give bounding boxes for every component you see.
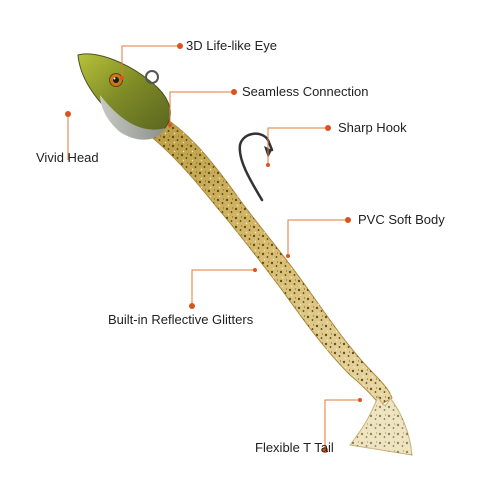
leader-connection [169, 91, 232, 125]
label-glitters: Built-in Reflective Glitters [108, 312, 254, 327]
leader-glitters [191, 269, 255, 304]
label-body: PVC Soft Body [358, 212, 445, 227]
leader-hook [267, 127, 326, 165]
lure-body [139, 109, 393, 406]
leader-lines [67, 45, 360, 448]
label-tail: Flexible T Tail [255, 440, 334, 455]
lure-eye [109, 73, 123, 87]
label-connection: Seamless Connection [242, 84, 369, 99]
label-head: Vivid Head [36, 150, 99, 165]
leader-eye [121, 45, 178, 78]
leader-body [287, 219, 346, 256]
hook [238, 132, 274, 202]
leader-dots [65, 43, 362, 453]
label-eye: 3D Life-like Eye [186, 38, 278, 53]
lure-head [77, 53, 171, 140]
label-hook: Sharp Hook [338, 120, 407, 135]
lure-tail [349, 394, 413, 456]
leader-tail [324, 399, 360, 448]
